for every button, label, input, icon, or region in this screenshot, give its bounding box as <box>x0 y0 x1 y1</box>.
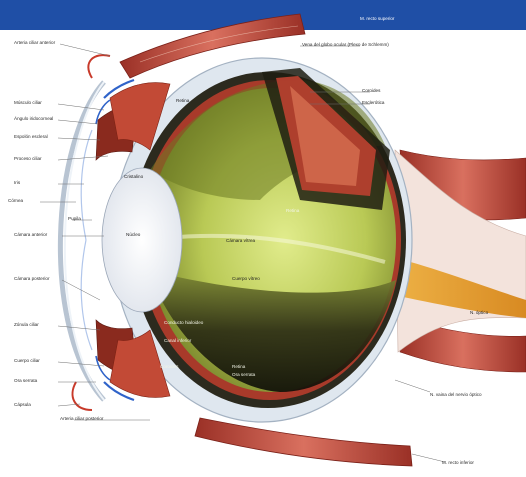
label-iridocorneal-angle: Ángulo iridocorneal <box>14 116 53 121</box>
label-lens-nucleus: Núcleo <box>126 232 140 237</box>
label-retina-lower: Retina <box>232 364 245 369</box>
label-lens-capsule: Cápsula <box>14 402 31 407</box>
label-ciliary-body: Músculo ciliar <box>14 100 42 105</box>
label-ciliary-artery-top: Arteria ciliar anterior <box>14 40 55 45</box>
header-title: M. recto superior <box>360 16 394 21</box>
lens <box>102 168 182 312</box>
label-choroid: Coroides <box>362 88 380 93</box>
label-posterior-chamber: Cámara posterior <box>14 276 50 281</box>
label-sclera: Esclerótica <box>362 100 384 105</box>
label-choroid-lower: Coroides <box>160 364 178 369</box>
label-ciliary-zonule: Zónula ciliar <box>14 322 39 327</box>
label-hyaloid-canal: Conducto hialoideo <box>164 320 203 325</box>
ciliary-artery-top <box>88 55 110 78</box>
label-ora-lower: Ora serrata <box>232 372 255 377</box>
label-cornea: Córnea <box>8 198 23 203</box>
label-optic-nerve: N. óptico <box>470 310 488 315</box>
label-vitreous-chamber: Cámara vítrea <box>226 238 255 243</box>
label-iris: Iris <box>14 180 20 185</box>
label-ciliary-process: Proceso ciliar <box>14 156 42 161</box>
label-retina-top: Retina <box>176 98 189 103</box>
label-lens: Cristalino <box>124 174 143 179</box>
inferior-rectus-muscle <box>195 418 412 466</box>
label-retina-mid: Retina <box>286 208 299 213</box>
label-scleral-venous-sinus: Vena del globo ocular (Plexo de Schlemm) <box>302 42 389 47</box>
label-scleral-spur: Espolón escleral <box>14 134 48 139</box>
label-canal-inferior: Canal inferior <box>164 338 191 343</box>
label-ciliary-artery-bottom: Arteria ciliar posterior <box>60 416 103 421</box>
ciliary-artery-bottom <box>73 382 92 410</box>
label-optic-sheath: N. vaina del nervio óptico <box>430 392 482 397</box>
label-rectus-inferior: M. recto inferior <box>442 460 474 465</box>
label-ora-serrata: Ora serrata <box>14 378 37 383</box>
label-vitreous-body: Cuerpo vítreo <box>232 276 260 281</box>
label-ciliary-body-lower: Cuerpo ciliar <box>14 358 40 363</box>
label-anterior-chamber: Cámara anterior <box>14 232 47 237</box>
label-pupil: Pupila <box>68 216 81 221</box>
